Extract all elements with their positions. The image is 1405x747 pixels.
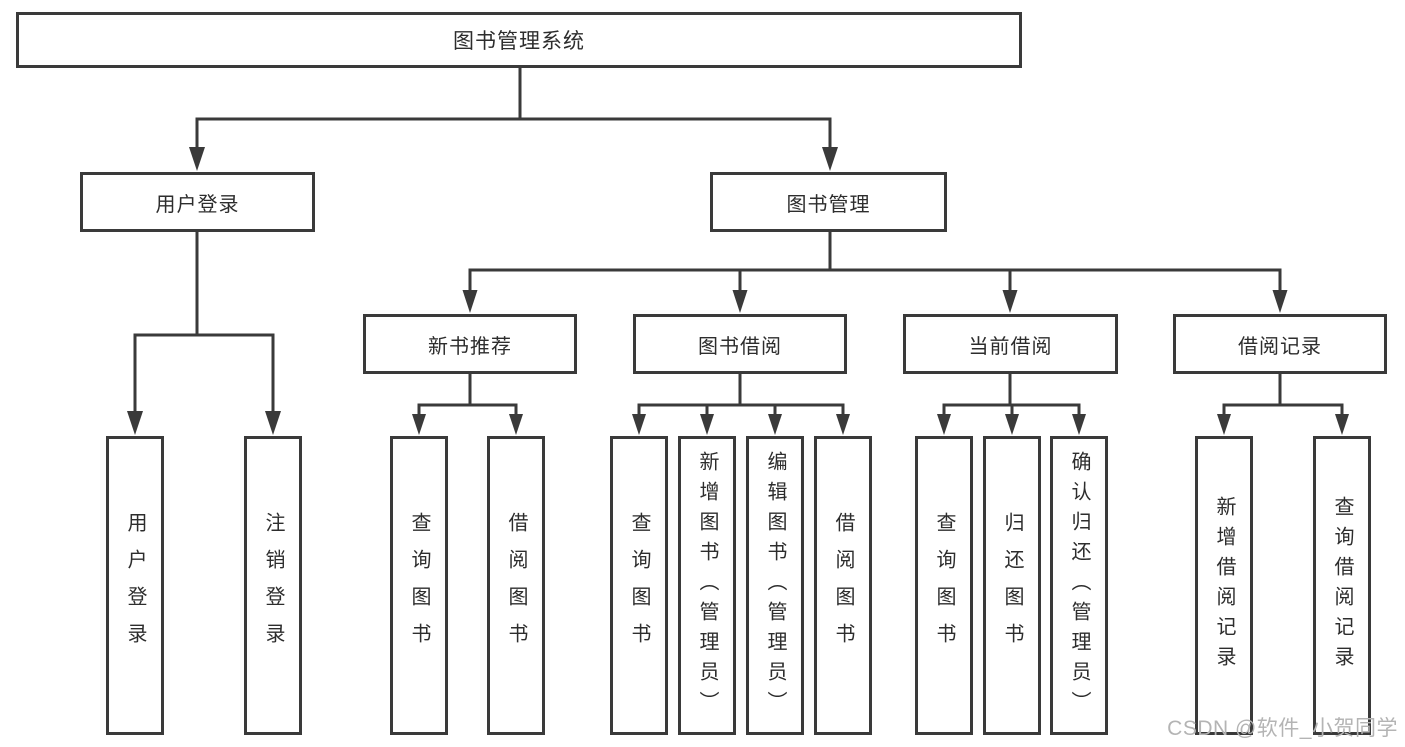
leaf-query-books-recommend: 查询图书 [390,436,448,735]
arrowhead-icon [937,414,951,435]
connector-new-book-recommendation-to-leaves [412,374,523,435]
arrowhead-icon [189,147,205,171]
arrowhead-icon [768,414,782,435]
arrowhead-icon [1217,414,1231,435]
node-book-borrowing: 图书借阅 [633,314,847,374]
leaf-user-login: 用户登录 [106,436,164,735]
leaf-borrow-books-borrowing: 借阅图书 [814,436,872,735]
node-label: 图书管理系统 [453,30,585,53]
arrowhead-icon [462,290,478,313]
node-label: 编辑图书（管理员） [764,450,786,721]
node-label: 用户登录 [155,193,240,216]
arrowhead-icon [265,411,281,435]
arrowhead-icon [412,414,426,435]
arrowhead-icon [127,411,143,435]
leaf-query-borrow-record: 查询借阅记录 [1313,436,1371,735]
watermark: CSDN @软件_小贺同学 [1167,717,1398,740]
node-label: 用户登录 [124,511,146,660]
leaf-logout: 注销登录 [244,436,302,735]
leaf-borrow-books-recommend: 借阅图书 [487,436,545,735]
node-label: 图书管理 [786,193,871,216]
leaf-add-book-admin: 新增图书（管理员） [678,436,736,735]
node-label: 归还图书 [1001,511,1023,660]
node-library-system: 图书管理系统 [16,12,1022,68]
node-label: 借阅图书 [505,511,527,660]
connector-current-borrowing-to-leaves [937,374,1086,435]
connector-borrowing-records-to-leaves [1217,374,1349,435]
connector-book-borrowing-to-leaves [632,374,850,435]
connector-book-management-to-level3 [462,232,1288,313]
node-label: 新书推荐 [428,335,512,358]
node-label: 查询图书 [628,511,650,660]
node-label: 注销登录 [262,511,284,660]
leaf-query-books-borrowing: 查询图书 [610,436,668,735]
node-label: 当前借阅 [968,335,1053,358]
node-label: 新增借阅记录 [1213,495,1235,676]
arrowhead-icon [732,290,748,313]
node-label: 借阅图书 [832,511,854,660]
arrowhead-icon [836,414,850,435]
arrowhead-icon [1072,414,1086,435]
leaf-add-borrow-record: 新增借阅记录 [1195,436,1253,735]
node-label: 图书借阅 [698,335,782,358]
arrowhead-icon [1005,414,1019,435]
node-user-login-branch: 用户登录 [80,172,315,232]
arrowhead-icon [1002,290,1018,313]
node-label: 查询图书 [408,511,430,660]
arrowhead-icon [632,414,646,435]
node-borrowing-records: 借阅记录 [1173,314,1387,374]
connector-root-to-level2 [189,66,838,171]
leaf-query-books-current: 查询图书 [915,436,973,735]
node-label: 查询借阅记录 [1331,495,1353,676]
node-label: 新增图书（管理员） [696,450,718,721]
node-label: 查询图书 [933,511,955,660]
node-label: 确认归还（管理员） [1068,450,1090,721]
connector-user-login-to-leaves [127,232,281,435]
leaf-return-books: 归还图书 [983,436,1041,735]
node-current-borrowing: 当前借阅 [903,314,1118,374]
leaf-edit-book-admin: 编辑图书（管理员） [746,436,804,735]
node-label: 借阅记录 [1238,335,1322,358]
arrowhead-icon [700,414,714,435]
arrowhead-icon [509,414,523,435]
node-new-book-recommendation: 新书推荐 [363,314,577,374]
arrowhead-icon [1272,290,1288,313]
arrowhead-icon [1335,414,1349,435]
arrowhead-icon [822,147,838,171]
node-book-management: 图书管理 [710,172,947,232]
leaf-confirm-return-admin: 确认归还（管理员） [1050,436,1108,735]
